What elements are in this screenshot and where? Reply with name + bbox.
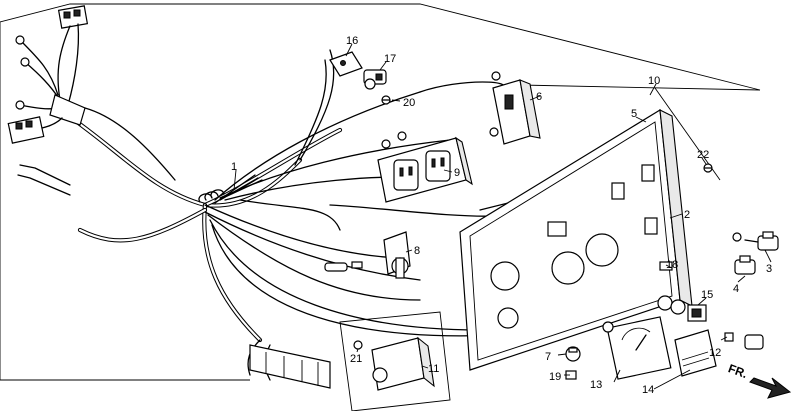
part-15-switch xyxy=(657,295,707,322)
part-6-circuit-breaker xyxy=(489,71,541,145)
callout-5: 5 xyxy=(631,108,637,120)
callout-22: 22 xyxy=(697,149,709,161)
callout-7: 7 xyxy=(545,351,551,363)
callout-labels: 1 2 3 4 5 6 7 8 9 10 11 12 13 14 15 16 1… xyxy=(231,35,772,396)
front-direction-marker: FR. xyxy=(726,361,792,399)
callout-2: 2 xyxy=(684,209,690,221)
part-21-screw xyxy=(353,340,363,350)
callout-3: 3 xyxy=(766,263,772,275)
part-12-lamp xyxy=(724,332,764,350)
callout-4: 4 xyxy=(733,283,739,295)
callout-20: 20 xyxy=(403,97,415,109)
callout-17: 17 xyxy=(384,53,396,65)
callout-8: 8 xyxy=(414,245,420,257)
part-14-meter-cover xyxy=(674,329,717,377)
part-18-screw xyxy=(659,261,673,271)
bottom-connector xyxy=(249,344,331,389)
part-4-terminal xyxy=(734,255,756,275)
part-11-box xyxy=(339,311,451,411)
callout-15: 15 xyxy=(701,289,713,301)
part-7-knob xyxy=(565,346,581,362)
arrow-icon xyxy=(749,377,792,399)
leader-lines xyxy=(233,43,772,390)
callout-9: 9 xyxy=(454,167,460,179)
callout-12: 12 xyxy=(709,347,721,359)
part-11-module xyxy=(371,336,435,391)
part-8-control xyxy=(324,231,411,279)
callout-6: 6 xyxy=(536,91,542,103)
part-16-bracket xyxy=(329,51,363,77)
callout-13: 13 xyxy=(590,379,602,391)
part-22-screw xyxy=(703,163,713,173)
part-20-screw xyxy=(381,95,391,105)
callout-11: 11 xyxy=(428,363,439,375)
part-3-terminal xyxy=(732,231,779,251)
callout-1: 1 xyxy=(231,161,237,173)
callout-16: 16 xyxy=(346,35,358,47)
part-13-meter xyxy=(602,316,672,380)
callout-18: 18 xyxy=(666,259,678,271)
front-label: FR. xyxy=(726,361,749,381)
callout-21: 21 xyxy=(350,353,362,365)
callout-19: 19 xyxy=(549,371,561,383)
main-harness xyxy=(57,49,641,381)
part-5-control-panel xyxy=(459,108,693,371)
part-9-receptacles xyxy=(377,131,473,203)
callout-14: 14 xyxy=(642,384,654,396)
part-17-switch xyxy=(363,69,387,90)
top-left-connectors xyxy=(7,5,176,196)
callout-10: 10 xyxy=(648,75,660,87)
